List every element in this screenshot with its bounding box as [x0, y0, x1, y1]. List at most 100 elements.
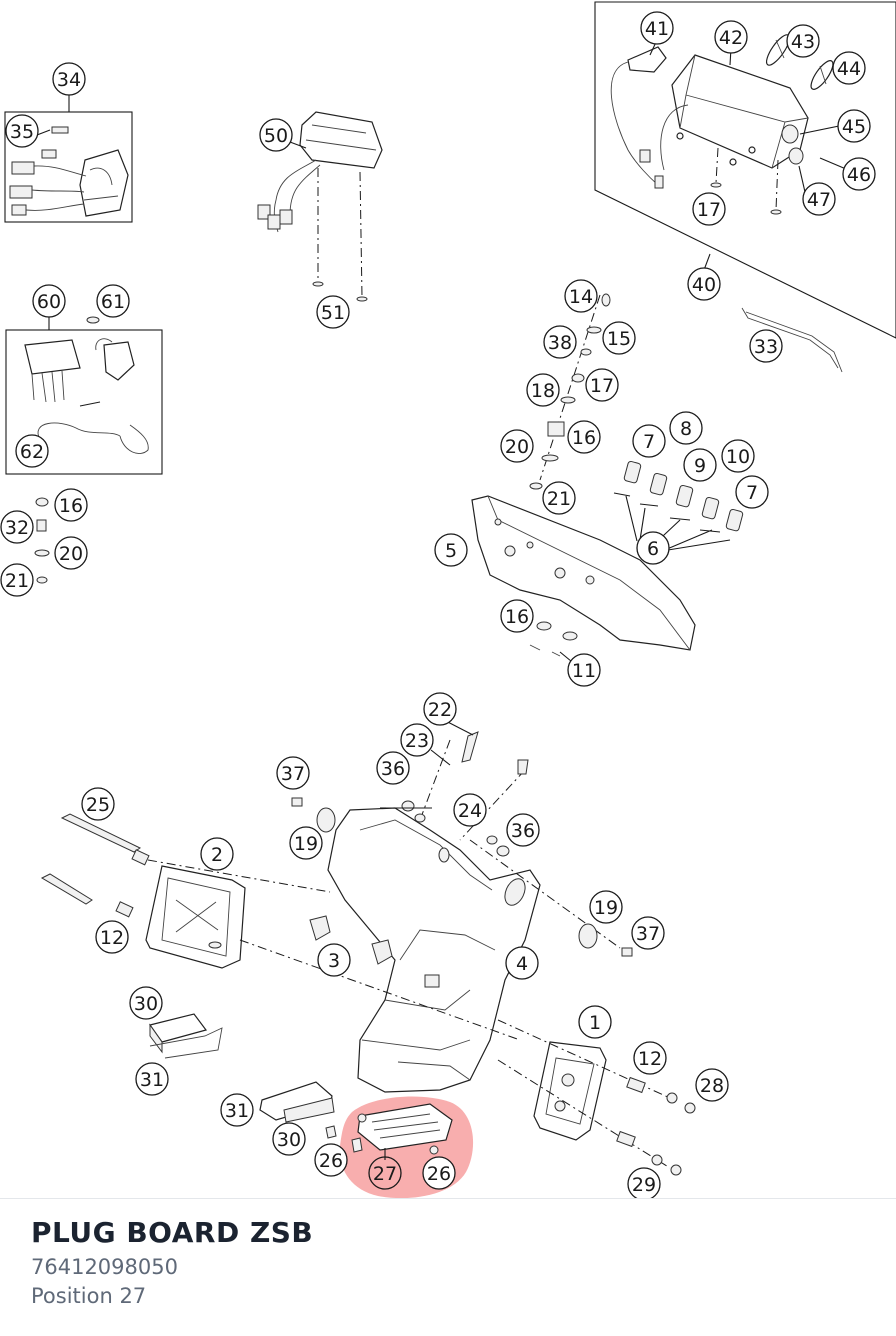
callout-10[interactable]: 10 [721, 439, 755, 473]
callout-circle [135, 1062, 169, 1096]
callout-46[interactable]: 46 [842, 157, 876, 191]
callout-35[interactable]: 35 [5, 114, 39, 148]
callout-number: 21 [547, 488, 571, 510]
callout-1[interactable]: 1 [578, 1005, 612, 1039]
callout-number: 61 [101, 291, 125, 313]
callout-number: 60 [37, 291, 61, 313]
callout-16c[interactable]: 16 [500, 599, 534, 633]
callout-21b[interactable]: 21 [542, 481, 576, 515]
callout-17b[interactable]: 17 [585, 368, 619, 402]
callout-number: 10 [726, 446, 750, 468]
callout-number: 6 [647, 538, 659, 560]
callout-number: 20 [59, 543, 83, 565]
callout-circle [422, 1156, 456, 1190]
callout-34[interactable]: 34 [52, 62, 86, 96]
callout-36a[interactable]: 36 [376, 751, 410, 785]
callout-21a[interactable]: 21 [0, 563, 34, 597]
instrument-50 [257, 111, 383, 302]
callout-33[interactable]: 33 [749, 329, 783, 363]
callout-20b[interactable]: 20 [500, 429, 534, 463]
callout-32[interactable]: 32 [0, 510, 34, 544]
callout-16b[interactable]: 16 [567, 420, 601, 454]
callout-36b[interactable]: 36 [506, 813, 540, 847]
callout-19b[interactable]: 19 [589, 890, 623, 924]
callout-38[interactable]: 38 [543, 325, 577, 359]
callout-circle [585, 368, 619, 402]
callout-number: 26 [427, 1163, 451, 1185]
callout-51[interactable]: 51 [316, 295, 350, 329]
callout-25[interactable]: 25 [81, 787, 115, 821]
callout-2[interactable]: 2 [200, 837, 234, 871]
callout-number: 34 [57, 69, 81, 91]
callout-circle [567, 653, 601, 687]
callout-11[interactable]: 11 [567, 653, 601, 687]
callout-37b[interactable]: 37 [631, 916, 665, 950]
callout-circle [54, 536, 88, 570]
callout-12b[interactable]: 12 [633, 1041, 667, 1075]
callout-42[interactable]: 42 [714, 20, 748, 54]
callout-3[interactable]: 3 [317, 943, 351, 977]
callout-31b[interactable]: 31 [220, 1093, 254, 1127]
callout-31a[interactable]: 31 [135, 1062, 169, 1096]
callout-28[interactable]: 28 [695, 1068, 729, 1102]
callout-7b[interactable]: 7 [735, 475, 769, 509]
callout-6[interactable]: 6 [636, 531, 670, 565]
callout-40[interactable]: 40 [687, 267, 721, 301]
callout-16a[interactable]: 16 [54, 488, 88, 522]
callout-number: 32 [5, 517, 29, 539]
callout-circle [802, 182, 836, 216]
callout-19a[interactable]: 19 [289, 826, 323, 860]
callout-30a[interactable]: 30 [129, 986, 163, 1020]
cable-33 [741, 307, 843, 373]
callout-number: 50 [264, 125, 288, 147]
part-info-footer [0, 1198, 896, 1336]
callout-45[interactable]: 45 [837, 109, 871, 143]
callout-8[interactable]: 8 [669, 411, 703, 445]
callout-24[interactable]: 24 [453, 793, 487, 827]
callout-circle [692, 192, 726, 226]
callout-30b[interactable]: 30 [272, 1122, 306, 1156]
callout-number: 47 [807, 189, 831, 211]
callout-26a[interactable]: 26 [314, 1143, 348, 1177]
callout-7a[interactable]: 7 [632, 424, 666, 458]
callout-37a[interactable]: 37 [276, 756, 310, 790]
switch-group-34 [4, 93, 133, 223]
callout-26b[interactable]: 26 [422, 1156, 456, 1190]
callout-number: 62 [20, 441, 44, 463]
callout-44[interactable]: 44 [832, 51, 866, 85]
callout-14[interactable]: 14 [564, 279, 598, 313]
callout-4[interactable]: 4 [505, 946, 539, 980]
callout-circle [500, 429, 534, 463]
callout-27[interactable]: 27 [368, 1156, 402, 1190]
callout-circle [400, 723, 434, 757]
callout-number: 5 [445, 540, 457, 562]
callout-23[interactable]: 23 [400, 723, 434, 757]
callout-12a[interactable]: 12 [95, 920, 129, 954]
callout-60[interactable]: 60 [32, 284, 66, 318]
callout-50[interactable]: 50 [259, 118, 293, 152]
callout-18[interactable]: 18 [526, 373, 560, 407]
callout-circle [453, 793, 487, 827]
callout-circle [543, 325, 577, 359]
callout-61[interactable]: 61 [96, 284, 130, 318]
callout-15[interactable]: 15 [602, 321, 636, 355]
callout-number: 42 [719, 27, 743, 49]
callout-5[interactable]: 5 [434, 533, 468, 567]
callout-circle [505, 946, 539, 980]
callout-41[interactable]: 41 [640, 11, 674, 45]
callout-47[interactable]: 47 [802, 182, 836, 216]
callout-20a[interactable]: 20 [54, 536, 88, 570]
callout-43[interactable]: 43 [786, 24, 820, 58]
callout-circle [317, 943, 351, 977]
callout-29[interactable]: 29 [627, 1167, 661, 1200]
callout-17a[interactable]: 17 [692, 192, 726, 226]
callout-22[interactable]: 22 [423, 692, 457, 726]
plate-1 [533, 1041, 607, 1141]
callout-9[interactable]: 9 [683, 448, 717, 482]
callout-number: 18 [531, 380, 555, 402]
callout-number: 29 [632, 1174, 656, 1196]
part-number: 76412098050 [31, 1255, 178, 1279]
callout-62[interactable]: 62 [15, 434, 49, 468]
bracket-5-group [471, 293, 744, 657]
